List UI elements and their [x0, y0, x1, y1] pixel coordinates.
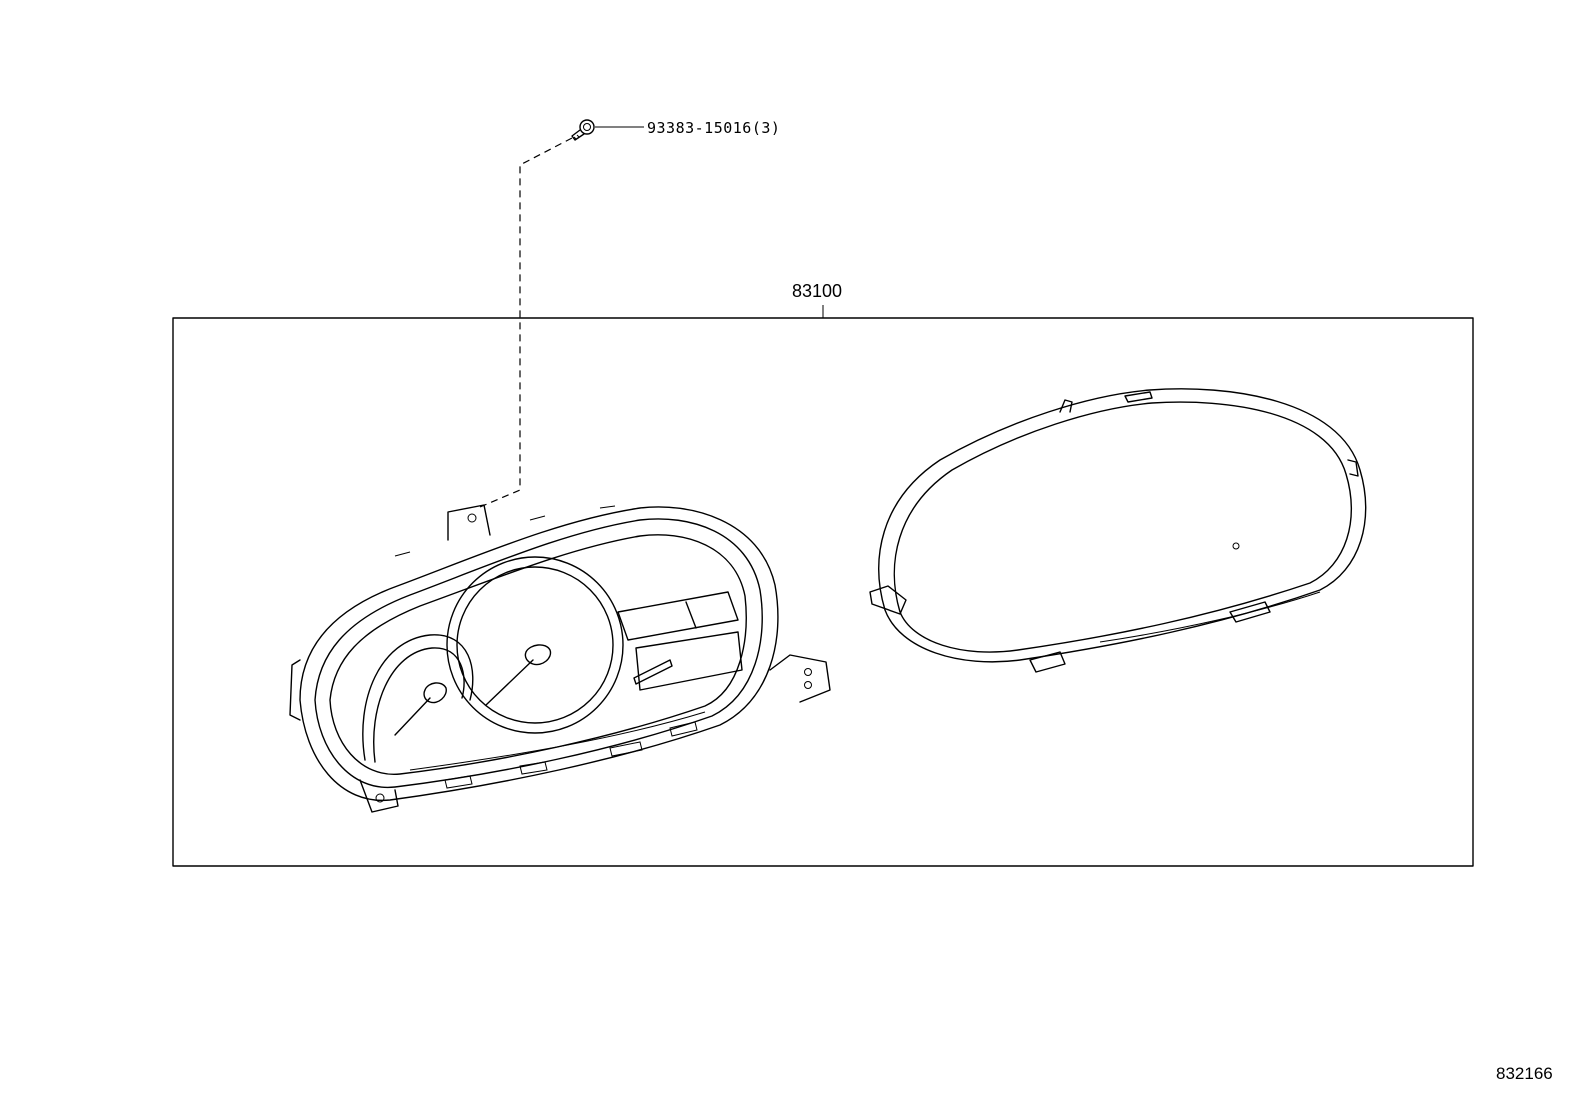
screw-icon [571, 119, 595, 141]
screw-mount-dashed-line [479, 137, 573, 508]
screw-part-number: 93383-15016(3) [647, 119, 781, 137]
cluster-cover-icon [869, 388, 1367, 673]
instrument-cluster-icon [289, 504, 831, 813]
assembly-part-number: 83100 [792, 281, 843, 301]
figure-number: 832166 [1496, 1064, 1553, 1083]
